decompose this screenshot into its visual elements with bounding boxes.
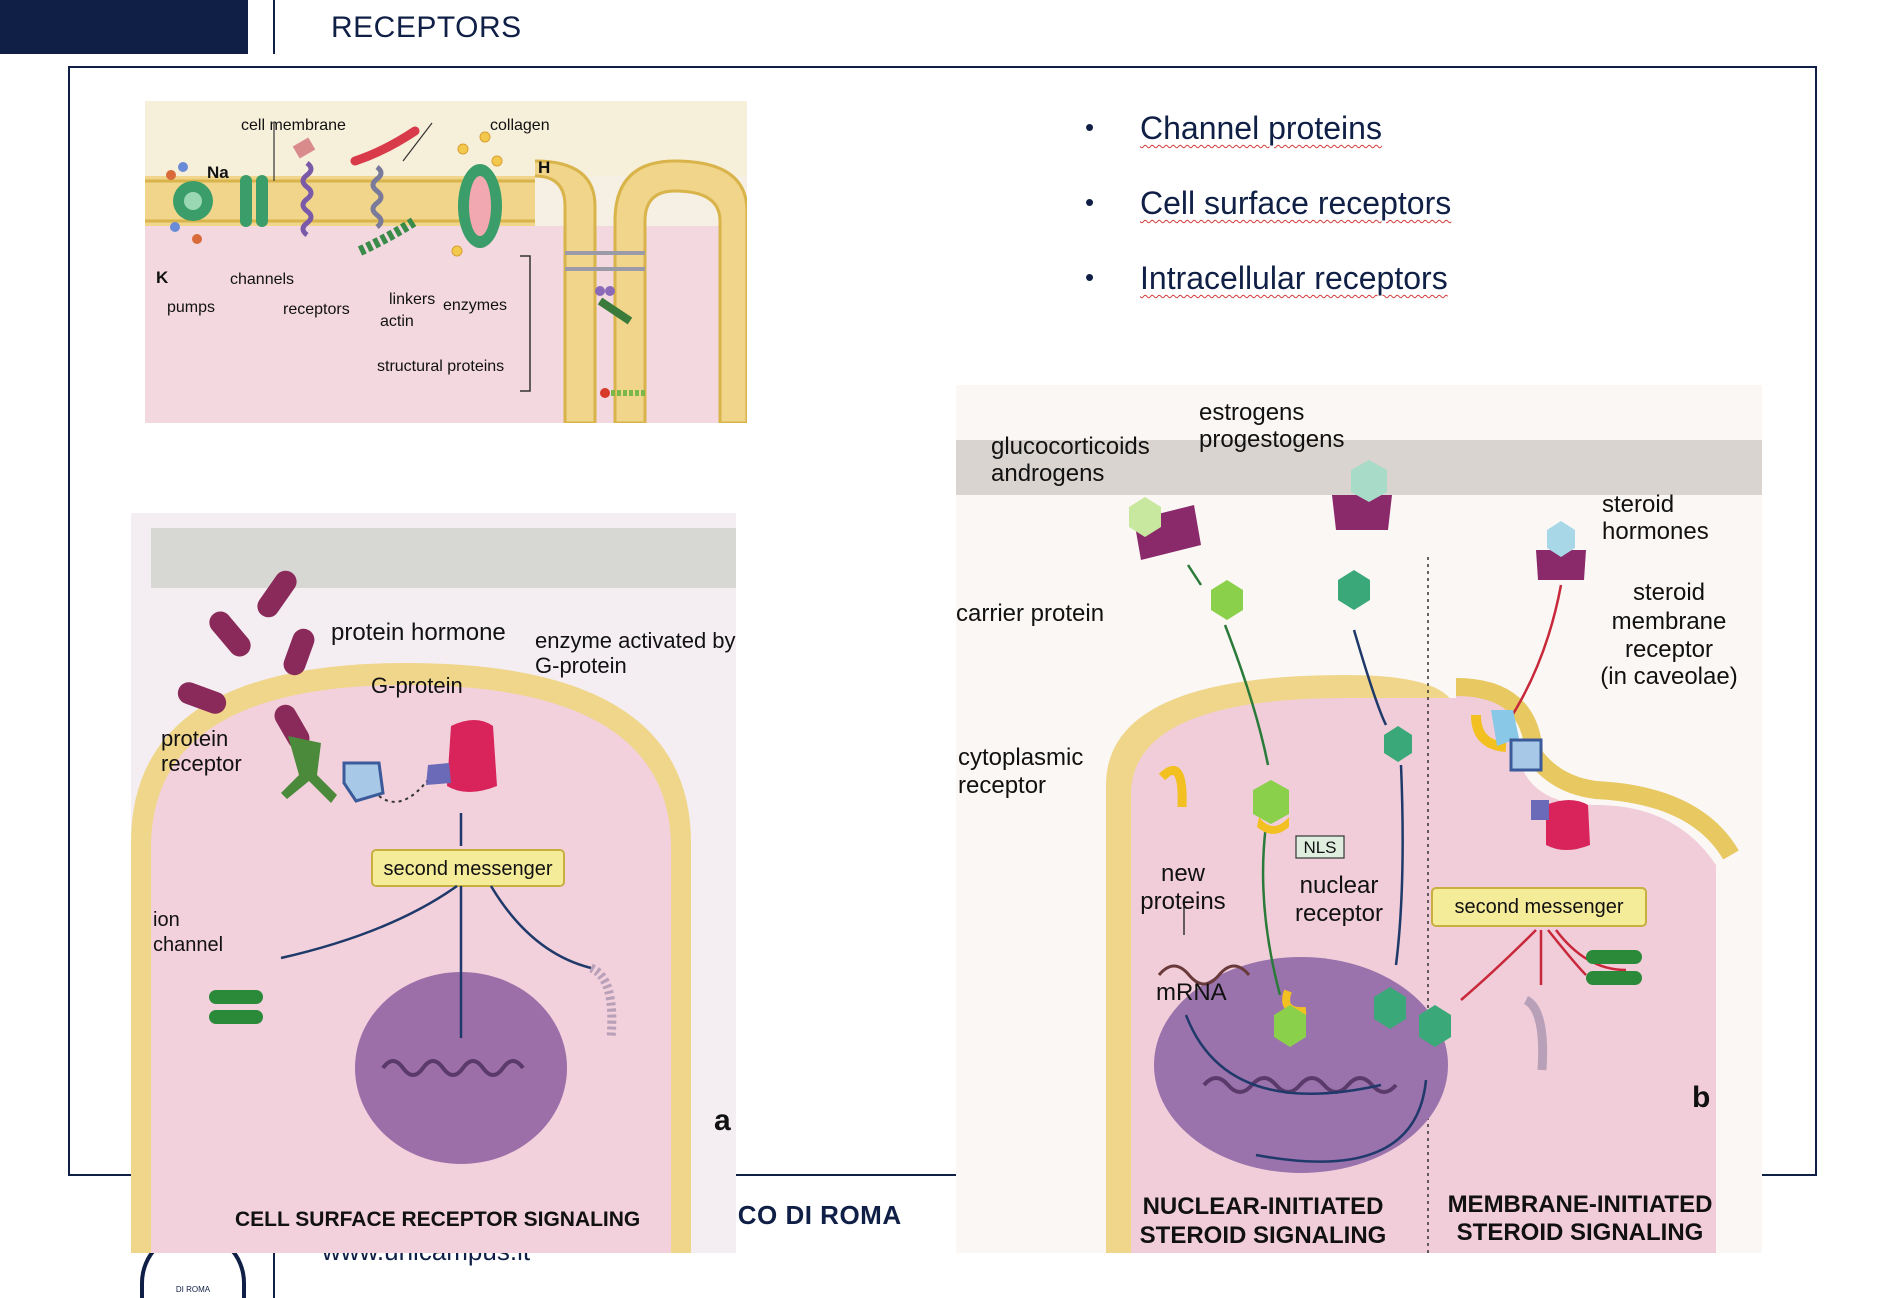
ion-channel-label-line1: ion xyxy=(153,909,180,931)
membrane-receptor-icon xyxy=(1471,710,1590,850)
activation-arrow xyxy=(378,780,428,803)
membrane-second-messenger-box xyxy=(1431,887,1647,927)
membrane-ion-channel-icon xyxy=(1586,950,1642,985)
bullet-text: Channel proteins xyxy=(1140,110,1382,146)
ion-channel-label-line2: channel xyxy=(153,934,223,956)
cytoplasmic-receptor-label-line2: receptor xyxy=(958,772,1046,799)
actin-label: actin xyxy=(380,313,414,330)
nuclear-caption-line1: NUCLEAR-INITIATED xyxy=(1143,1193,1384,1220)
steroid-membrane-receptor-line3: receptor xyxy=(1625,636,1713,663)
ion-channel-icon xyxy=(209,990,263,1024)
progestogens-label: progestogens xyxy=(1199,426,1344,453)
protein-hormone-icon xyxy=(177,570,315,750)
channels-label: channels xyxy=(230,271,294,288)
cytoplasmic-receptor-icon xyxy=(1158,766,1187,808)
nuclear-receptor-label-line1: nuclear xyxy=(1300,872,1379,899)
estrogens-label: estrogens xyxy=(1199,399,1304,426)
new-proteins-label-line1: new xyxy=(1161,860,1206,887)
glucocorticoids-label: glucocorticoids xyxy=(991,433,1150,460)
steroid-hormone-icon xyxy=(1129,460,1575,762)
footer-divider xyxy=(273,1238,275,1298)
membrane-caption-line2: STEROID SIGNALING xyxy=(1457,1219,1704,1246)
steroid-hormones-label-line1: steroid xyxy=(1602,491,1674,518)
header-divider xyxy=(273,0,275,54)
nls-box xyxy=(1295,835,1345,859)
protein-receptor-label-line1: protein xyxy=(161,726,228,751)
channel-icon xyxy=(240,175,268,227)
bullet-text: Cell surface receptors xyxy=(1140,185,1452,221)
receptors-label: receptors xyxy=(283,301,350,318)
panel-a-letter: a xyxy=(714,1104,731,1137)
cell-surface-receptor-figure: protein hormone enzyme activated by G-pr… xyxy=(131,513,736,1253)
pump-icon xyxy=(166,162,213,244)
steroid-membrane-receptor-line1: steroid xyxy=(1633,579,1705,606)
receptor-icon xyxy=(292,137,316,237)
g-protein-label: G-protein xyxy=(371,673,463,698)
carrier-protein-label: carrier protein xyxy=(956,600,1104,627)
mrna-icon xyxy=(1157,964,1251,986)
carrier-protein-icon xyxy=(1134,495,1586,580)
na-ion-label: Na xyxy=(207,163,229,182)
panel-b-letter: b xyxy=(1692,1081,1710,1114)
nuclear-receptor-icon xyxy=(1253,780,1451,1047)
activated-g-protein-icon xyxy=(426,763,451,785)
enzyme-label-line2: G-protein xyxy=(535,653,627,678)
cytoplasmic-receptor-label-line1: cytoplasmic xyxy=(958,744,1083,771)
seal-text: DI ROMA xyxy=(175,1285,211,1294)
steroid-signaling-diagram: estrogens progestogens glucocorticoids a… xyxy=(956,399,1762,1253)
bullet-text: Intracellular receptors xyxy=(1140,260,1448,296)
h-ion-label: H xyxy=(538,158,550,177)
cell-surface-receptor-diagram: protein hormone enzyme activated by G-pr… xyxy=(131,528,736,1253)
cell-membrane-label: cell membrane xyxy=(241,117,346,134)
enzymes-label: enzymes xyxy=(443,297,507,314)
collagen-label: collagen xyxy=(490,117,550,134)
steroid-membrane-receptor-line2: membrane xyxy=(1612,608,1727,635)
header-bar xyxy=(0,0,248,54)
membrane-caption-line1: MEMBRANE-INITIATED xyxy=(1448,1191,1713,1218)
cell-surface-caption: CELL SURFACE RECEPTOR SIGNALING xyxy=(235,1208,640,1231)
membrane-proteins-figure: cell membrane collagen Na H K channels p… xyxy=(145,101,747,423)
g-protein-icon xyxy=(342,761,385,803)
membrane-second-messenger-label: second messenger xyxy=(1455,896,1624,918)
pumps-label: pumps xyxy=(167,299,215,316)
page-title: RECEPTORS xyxy=(331,11,522,44)
nuclear-caption-line2: STEROID SIGNALING xyxy=(1140,1222,1387,1249)
protein-receptor-label-line2: receptor xyxy=(161,751,242,776)
second-messenger-box xyxy=(371,849,565,887)
structural-proteins-label: structural proteins xyxy=(377,358,504,375)
steroid-hormones-label-line2: hormones xyxy=(1602,518,1709,545)
membrane-proteins-diagram: cell membrane collagen Na H K channels p… xyxy=(145,101,747,423)
enzyme-label-line1: enzyme activated by xyxy=(535,628,736,653)
androgens-label: androgens xyxy=(991,460,1104,487)
linkers-label: linkers xyxy=(389,291,435,308)
k-ion-label: K xyxy=(156,268,169,287)
second-messenger-label: second messenger xyxy=(384,858,553,880)
footer-institution: ICO DI ROMA xyxy=(730,1200,902,1230)
mrna-label: mRNA xyxy=(1156,979,1227,1006)
nuclear-receptor-label-line2: receptor xyxy=(1295,900,1383,927)
new-proteins-label-line2: proteins xyxy=(1140,888,1225,915)
protein-hormone-label: protein hormone xyxy=(331,619,506,646)
content-frame xyxy=(68,66,1817,1176)
structural-proteins-icon xyxy=(520,251,645,398)
enzyme-icon xyxy=(447,720,497,792)
nls-label: NLS xyxy=(1303,838,1336,857)
protein-receptor-icon xyxy=(281,736,337,803)
enzyme-icon xyxy=(451,131,503,257)
steroid-signaling-figure: estrogens progestogens glucocorticoids a… xyxy=(956,385,1762,1253)
steroid-membrane-receptor-line4: (in caveolae) xyxy=(1600,663,1737,690)
linker-icon xyxy=(350,126,420,256)
